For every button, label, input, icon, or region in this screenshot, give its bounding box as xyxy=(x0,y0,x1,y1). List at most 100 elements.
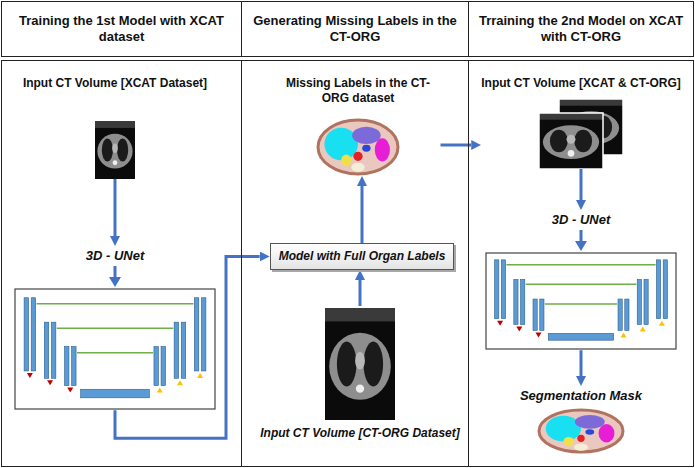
scan-band xyxy=(539,113,603,120)
decoder-block xyxy=(625,299,629,330)
skip-connection xyxy=(526,284,637,286)
scan-band xyxy=(325,308,395,321)
pool-arrow xyxy=(535,333,541,338)
skip-connection xyxy=(506,264,655,266)
column-node: Trraining the 2nd Model on XCAT with CT-… xyxy=(468,0,694,468)
heart xyxy=(355,352,365,370)
skip-connection xyxy=(77,352,153,354)
body-outline xyxy=(318,120,398,174)
encoder-block xyxy=(533,299,537,330)
column-heading: Trraining the 2nd Model on XCAT with CT-… xyxy=(475,13,687,44)
scan-background xyxy=(325,308,395,420)
spleen xyxy=(375,138,390,161)
upsample-arrow xyxy=(157,388,163,393)
encoder-block xyxy=(495,260,499,319)
skip-connection xyxy=(545,303,617,305)
flow-arrow-head xyxy=(575,241,587,251)
flow-connector xyxy=(113,179,116,236)
kidney xyxy=(563,437,574,446)
ct-scan-image xyxy=(95,121,135,179)
unet-diagram xyxy=(14,288,216,410)
body-outline xyxy=(539,410,623,452)
spine xyxy=(356,384,364,392)
node-heading: Input CT Volume [XCAT Dataset] xyxy=(23,76,207,91)
decoder-block xyxy=(201,298,205,371)
unet-frame xyxy=(486,253,676,349)
heart xyxy=(567,135,576,144)
encoder-block xyxy=(72,347,76,386)
body-section xyxy=(543,125,599,159)
stomach xyxy=(352,127,381,144)
decoder-block xyxy=(161,347,165,386)
flow-node: 3D - UNet xyxy=(14,246,216,410)
kidney xyxy=(341,155,351,167)
heart xyxy=(112,144,118,153)
flow-arrow-shaft xyxy=(580,230,583,242)
skip-connection xyxy=(37,303,194,305)
pancreas xyxy=(585,429,594,435)
decoder-block xyxy=(194,298,198,371)
model-box: Model with Full Organ Labels xyxy=(270,243,455,270)
column-header-box: Generating Missing Labels in the CT-ORG xyxy=(241,1,469,57)
flow-node: 3D - UNet xyxy=(485,210,677,350)
scan-band xyxy=(559,99,623,106)
encoder-block xyxy=(521,280,525,325)
segmentation-image xyxy=(537,408,625,454)
lung xyxy=(117,138,128,161)
scan-background xyxy=(95,121,135,179)
decoder-block xyxy=(644,280,648,325)
node-heading: Segmentation Mask xyxy=(520,388,642,404)
node-heading: 3D - UNet xyxy=(86,248,145,264)
scan-frame xyxy=(539,113,603,169)
aorta xyxy=(577,435,584,442)
flow-arrow-head xyxy=(109,277,121,287)
flow-node: Segmentation Mask xyxy=(520,386,642,454)
bottleneck-block xyxy=(548,334,613,341)
aorta xyxy=(353,152,362,161)
decoder-block xyxy=(154,347,158,386)
spine xyxy=(351,163,364,172)
bottleneck-block xyxy=(81,390,150,399)
spleen xyxy=(599,424,615,442)
decoder-block xyxy=(174,322,178,378)
column-header-box: Trraining the 2nd Model on XCAT with CT-… xyxy=(468,1,694,57)
encoder-block xyxy=(65,347,69,386)
flow-node: Input CT Volume [XCAT & CT-ORG] xyxy=(481,74,681,169)
body-section xyxy=(97,134,132,169)
scan-background xyxy=(539,113,603,169)
stomach xyxy=(575,415,605,429)
lung xyxy=(102,138,113,161)
pool-arrow xyxy=(27,373,33,378)
column-heading: Training the 1st Model with XCAT dataset xyxy=(8,13,235,44)
pool-arrow xyxy=(47,381,53,386)
flow-connector xyxy=(359,280,362,306)
column-node: Training the 1st Model with XCAT dataset… xyxy=(1,0,242,468)
node-heading: 3D - UNet xyxy=(552,212,611,228)
scan-band xyxy=(95,121,135,128)
model-label: Model with Full Organ Labels xyxy=(279,249,446,264)
skip-connection xyxy=(57,328,174,330)
column-heading: Generating Missing Labels in the CT-ORG xyxy=(248,13,462,44)
lung xyxy=(574,130,592,152)
upsample-arrow xyxy=(621,333,627,338)
pancreas xyxy=(362,145,370,152)
pool-arrow xyxy=(516,327,522,332)
decoder-block xyxy=(656,260,660,319)
upsample-arrow xyxy=(177,381,183,386)
unet-frame xyxy=(15,289,215,409)
column-node: Generating Missing Labels in the CT-ORG M… xyxy=(241,0,469,468)
lung xyxy=(337,342,357,387)
flow-arrow-icon xyxy=(571,228,591,252)
flow-connector xyxy=(579,169,582,200)
spine xyxy=(568,150,575,157)
ct-scan-stack xyxy=(539,99,623,169)
pool-arrow xyxy=(497,321,503,326)
lung xyxy=(364,342,384,387)
encoder-block xyxy=(31,298,35,371)
flow-node: Missing Labels in the CT-ORG dataset xyxy=(276,74,441,176)
encoder-block xyxy=(51,322,55,378)
segmentation-image xyxy=(316,118,400,176)
upsample-arrow xyxy=(659,321,665,326)
flow-node: Input CT Volume [XCAT Dataset] xyxy=(23,74,207,179)
